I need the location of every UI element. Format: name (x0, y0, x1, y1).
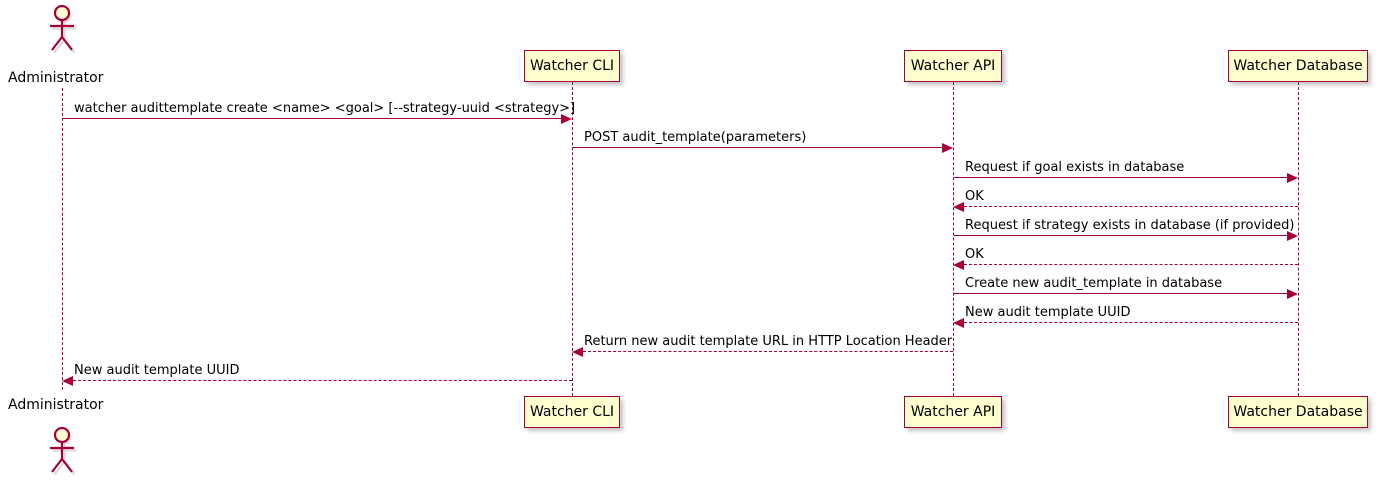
arrow-head-8 (953, 318, 964, 328)
message-label-7: Create new audit_template in database (965, 276, 1223, 291)
arrow-head-2 (942, 143, 953, 153)
message-line-8 (964, 322, 1298, 323)
watcher-database-footer-label: Watcher Database (1233, 404, 1363, 420)
message-line-2 (573, 147, 943, 148)
watcher-api-footer[interactable]: Watcher API (904, 396, 1002, 428)
actor-bottom-label: Administrator (8, 397, 104, 413)
message-label-2: POST audit_template(parameters) (584, 130, 807, 145)
watcher-api-header[interactable]: Watcher API (904, 50, 1002, 82)
arrow-head-4 (953, 202, 964, 212)
actor-top-label: Administrator (8, 70, 104, 86)
message-line-5 (954, 235, 1288, 236)
message-line-7 (954, 293, 1288, 294)
arrow-head-1 (561, 114, 572, 124)
lifeline-watcher-cli (572, 82, 573, 396)
arrow-head-3 (1287, 173, 1298, 183)
message-line-9 (583, 351, 953, 352)
message-line-3 (954, 177, 1288, 178)
actor-bottom-figure[interactable] (45, 426, 79, 476)
actor-top-figure[interactable] (45, 4, 79, 54)
watcher-api-footer-label: Watcher API (910, 404, 996, 420)
watcher-database-header-label: Watcher Database (1233, 58, 1363, 74)
watcher-api-header-label: Watcher API (910, 58, 996, 74)
message-line-10 (73, 380, 572, 381)
message-label-6: OK (965, 247, 984, 262)
message-label-8: New audit template UUID (965, 305, 1131, 320)
message-label-9: Return new audit template URL in HTTP Lo… (584, 334, 953, 349)
arrow-head-5 (1287, 231, 1298, 241)
lifeline-watcher-database (1298, 82, 1299, 396)
arrow-head-6 (953, 260, 964, 270)
watcher-cli-footer-label: Watcher CLI (529, 404, 615, 420)
watcher-cli-header[interactable]: Watcher CLI (524, 50, 620, 82)
arrow-head-7 (1287, 289, 1298, 299)
message-label-10: New audit template UUID (74, 363, 240, 378)
arrow-head-10 (62, 376, 73, 386)
lifeline-watcher-api (953, 82, 954, 396)
message-line-4 (964, 206, 1298, 207)
watcher-cli-footer[interactable]: Watcher CLI (524, 396, 620, 428)
message-label-1: watcher audittemplate create <name> <goa… (74, 101, 576, 116)
message-label-3: Request if goal exists in database (965, 160, 1185, 175)
watcher-cli-header-label: Watcher CLI (529, 58, 615, 74)
message-label-4: OK (965, 189, 984, 204)
watcher-database-footer[interactable]: Watcher Database (1228, 396, 1368, 428)
arrow-head-9 (572, 347, 583, 357)
message-line-1 (63, 118, 562, 119)
message-label-5: Request if strategy exists in database (… (965, 218, 1295, 233)
message-line-6 (964, 264, 1298, 265)
watcher-database-header[interactable]: Watcher Database (1228, 50, 1368, 82)
lifeline-administrator (62, 88, 63, 390)
